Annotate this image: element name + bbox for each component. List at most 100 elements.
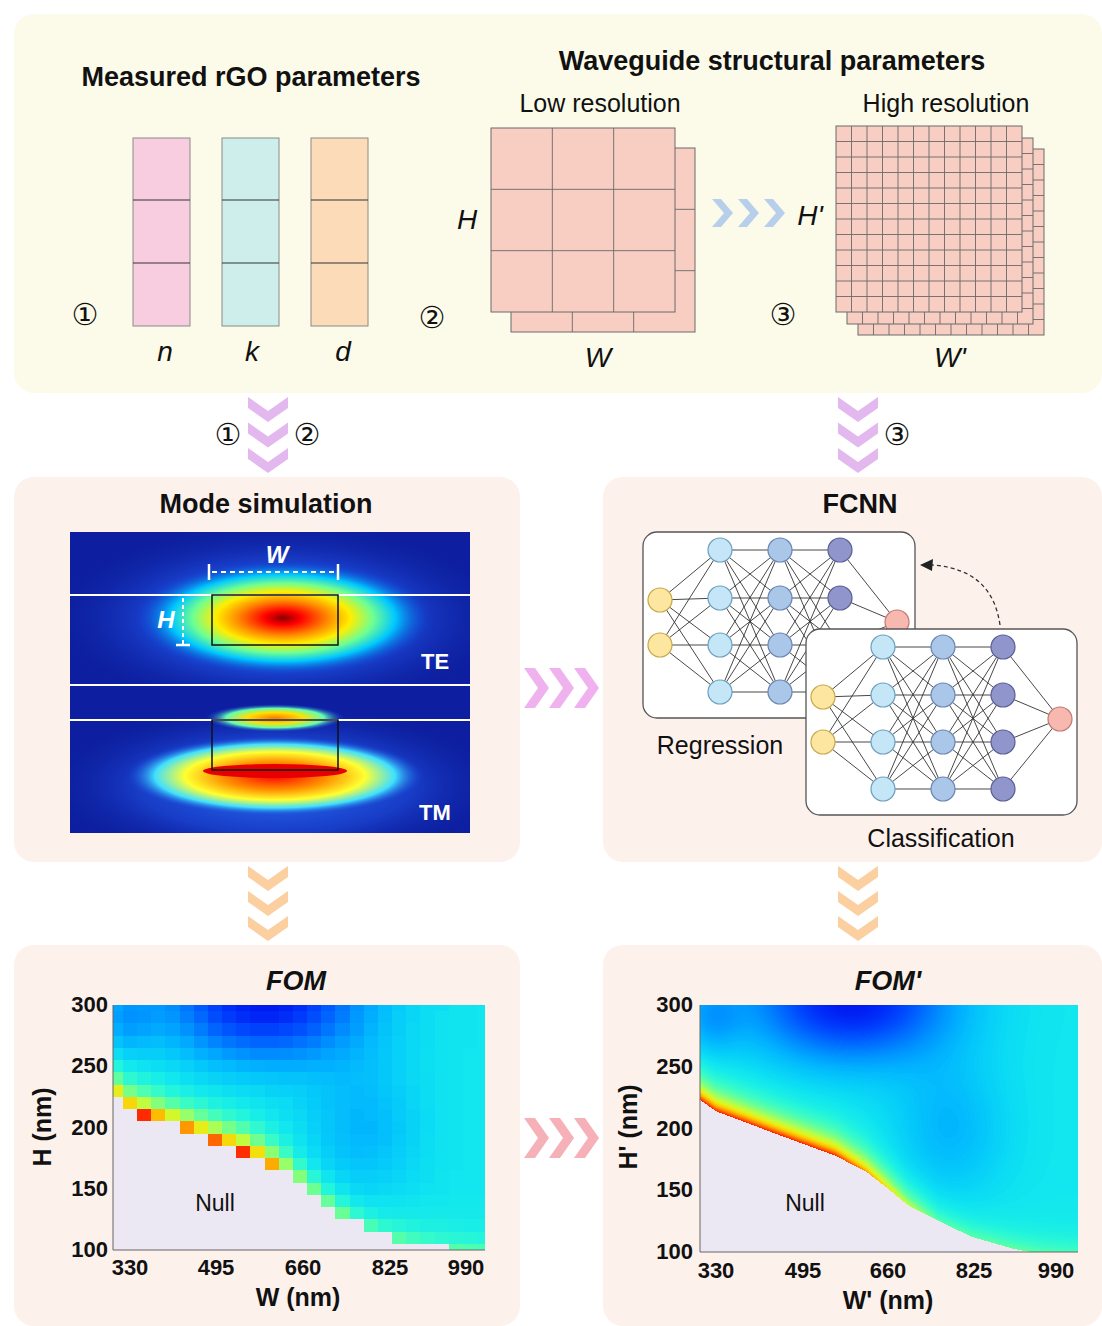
tick-label: 200 <box>656 1116 693 1141</box>
parameter-symbol: k <box>245 336 259 368</box>
column-divider <box>133 200 190 201</box>
grid-line <box>960 126 961 312</box>
tick-label: 825 <box>372 1255 409 1280</box>
dimension-line <box>212 571 336 573</box>
panel-heading: Mode simulation <box>159 489 372 520</box>
parameter-symbol: n <box>157 336 173 368</box>
tick-label: 250 <box>71 1053 108 1078</box>
grid-line <box>944 126 945 312</box>
network-weight <box>883 647 943 789</box>
dimension-symbol: H' <box>797 200 823 232</box>
dimension-symbol: H <box>457 204 477 236</box>
chevron-arrow <box>524 1118 599 1158</box>
network-weight <box>720 550 780 692</box>
neuron <box>828 586 852 610</box>
axis-title: W' (nm) <box>843 1286 934 1315</box>
panel: Measured rGO parametersWaveguide structu… <box>14 14 1102 393</box>
grid-line <box>491 250 675 251</box>
neuron <box>708 538 732 562</box>
neuron <box>931 730 955 754</box>
tick-label: 330 <box>112 1255 149 1280</box>
neuron <box>768 538 792 562</box>
field-glow <box>70 532 470 685</box>
tick-label: 150 <box>656 1177 693 1202</box>
grid-line <box>836 234 1022 235</box>
network-label: Regression <box>657 731 783 760</box>
network-weight <box>1003 647 1060 719</box>
tick-label: 495 <box>198 1255 235 1280</box>
network-weight <box>840 550 897 622</box>
network-label: Classification <box>867 824 1014 853</box>
grid-line <box>836 296 1022 297</box>
neuron <box>828 538 852 562</box>
tick-label: 200 <box>71 1115 108 1140</box>
grid-line <box>836 219 1022 220</box>
grid-line <box>991 126 992 312</box>
panel: Mode simulationWHTETM <box>14 477 520 862</box>
field-glow <box>70 705 470 833</box>
grid-line <box>552 128 553 312</box>
neuron <box>708 633 732 657</box>
callout-number: ② <box>294 418 321 453</box>
waveguide-core <box>212 720 338 770</box>
axis-title: W (nm) <box>256 1283 341 1312</box>
upsample-chevron <box>764 199 785 227</box>
grid-caption: High resolution <box>863 89 1030 118</box>
tick-label: 990 <box>448 1255 485 1280</box>
dimension-tick <box>208 564 211 580</box>
network-weight <box>943 647 1003 789</box>
chevron-arrow <box>838 866 878 941</box>
panel: FCNN RegressionClassification <box>603 477 1102 862</box>
tick-label: 300 <box>71 992 108 1017</box>
grid-line <box>836 265 1022 266</box>
neuron <box>991 730 1015 754</box>
column-divider <box>222 200 279 201</box>
neuron <box>871 683 895 707</box>
neuron <box>811 730 835 754</box>
neuron <box>871 635 895 659</box>
grid-line <box>613 128 614 312</box>
network-weight <box>720 550 780 692</box>
dimension-symbol: W <box>585 342 611 374</box>
grid-line <box>836 281 1022 282</box>
grid-line <box>975 126 976 312</box>
tick-label: 300 <box>656 992 693 1017</box>
upsample-chevron <box>738 199 759 227</box>
tick-label: 495 <box>785 1258 822 1283</box>
tick-label: 660 <box>870 1258 907 1283</box>
mode-label: TE <box>421 649 449 674</box>
tm-field <box>70 704 470 833</box>
parameter-column <box>311 138 368 326</box>
callout-number: ③ <box>884 418 911 453</box>
neuron <box>1048 707 1072 731</box>
panel-heading: FCNN <box>823 489 898 520</box>
neuron <box>811 685 835 709</box>
heatmap <box>700 1005 1078 1252</box>
neuron <box>991 777 1015 801</box>
neuron <box>708 586 732 610</box>
neuron <box>991 683 1015 707</box>
parameter-symbol: d <box>335 336 351 368</box>
dimension-symbol: H <box>157 606 174 634</box>
network-frame <box>643 532 915 718</box>
panel-heading: Measured rGO parameters <box>81 62 420 93</box>
axis-line <box>700 1252 1078 1253</box>
neuron <box>768 586 792 610</box>
tick-label: 100 <box>656 1239 693 1264</box>
network-frame <box>806 629 1077 815</box>
axis-line <box>113 1005 114 1250</box>
panel: FOM300250200150100330495660825990H (nm)W… <box>14 945 520 1326</box>
tick-label: 150 <box>71 1176 108 1201</box>
column-divider <box>311 200 368 201</box>
tick-label: 330 <box>698 1258 735 1283</box>
neuron <box>871 730 895 754</box>
callout-number: ③ <box>770 298 797 333</box>
high-res-grid <box>836 126 1022 312</box>
tm-mode <box>203 764 347 778</box>
tm-mode <box>125 736 425 816</box>
chevron-arrow <box>248 866 288 941</box>
grid-caption: Low resolution <box>519 89 680 118</box>
neuron <box>931 777 955 801</box>
dimension-tick <box>337 564 340 580</box>
feedback-arrowhead <box>920 559 933 571</box>
